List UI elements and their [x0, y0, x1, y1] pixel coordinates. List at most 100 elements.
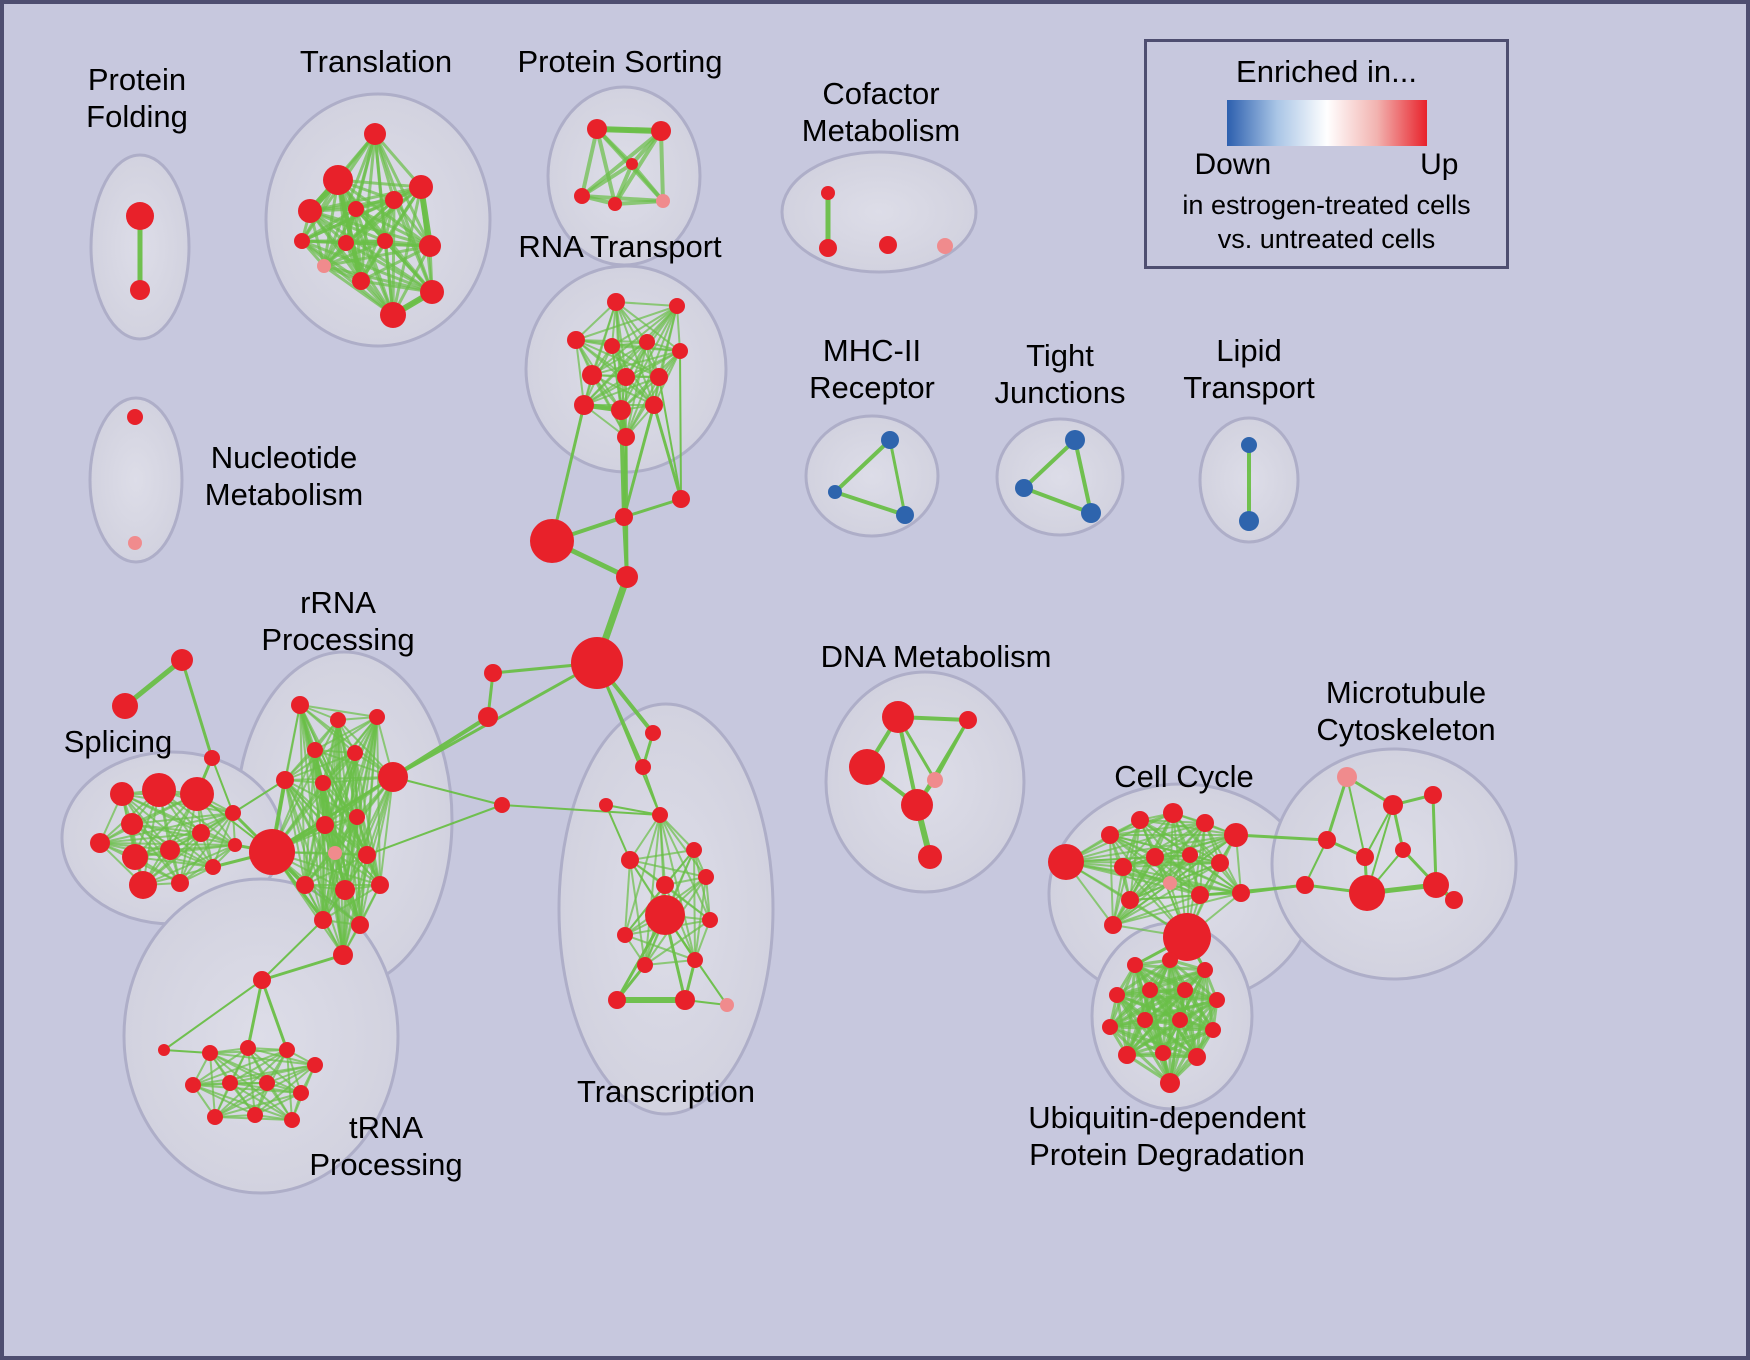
edge	[888, 438, 907, 517]
edge	[1154, 822, 1206, 858]
edge	[1125, 963, 1137, 1057]
node-nm1	[127, 409, 143, 425]
edge	[833, 490, 907, 517]
edge	[209, 1052, 302, 1094]
node-h8	[494, 797, 510, 813]
edge	[392, 776, 503, 806]
node-pf2	[130, 280, 150, 300]
edge	[308, 185, 423, 213]
node-r13	[617, 428, 635, 446]
edge	[613, 162, 634, 206]
edge	[644, 814, 661, 966]
edge	[629, 849, 695, 861]
edge	[583, 376, 660, 406]
node-sp5	[90, 833, 110, 853]
cluster-label-microtubule-cytoskeleton: Cytoskeleton	[1316, 712, 1495, 747]
node-u7	[1209, 992, 1225, 1008]
edge	[615, 301, 678, 307]
node-r1	[607, 293, 625, 311]
edge	[591, 341, 648, 376]
edge	[1112, 866, 1124, 926]
node-tr12	[284, 1112, 300, 1128]
node-tj2	[1015, 479, 1033, 497]
edge	[1112, 894, 1201, 926]
node-r3	[567, 331, 585, 349]
node-lt1	[1241, 437, 1257, 453]
edge	[1108, 988, 1187, 1029]
edge	[605, 804, 661, 816]
edge	[359, 244, 432, 283]
edge	[1112, 812, 1174, 926]
node-sp3	[180, 777, 214, 811]
node-t13	[380, 302, 406, 328]
edge	[1431, 793, 1438, 887]
node-d5	[901, 789, 933, 821]
edge	[622, 403, 656, 519]
edge	[1154, 834, 1237, 858]
node-r8	[617, 368, 635, 386]
node-tx4	[652, 807, 668, 823]
node-ps5	[656, 194, 670, 208]
cluster-ellipse-microtubule-cytoskeleton	[1270, 747, 1518, 981]
edge	[1112, 892, 1242, 926]
cluster-label-protein-folding: Protein	[88, 62, 186, 97]
node-cc10	[1211, 854, 1229, 872]
node-sp10	[129, 871, 157, 899]
edge	[354, 752, 381, 886]
node-u13	[1155, 1045, 1171, 1061]
cluster-label-lipid-transport: Transport	[1183, 370, 1315, 405]
node-cc7	[1114, 858, 1132, 876]
edge	[134, 812, 234, 858]
edge	[595, 127, 617, 206]
node-d4	[849, 749, 885, 785]
edge	[342, 854, 368, 956]
edge	[833, 438, 892, 494]
edge	[1122, 862, 1221, 868]
edge	[624, 814, 661, 936]
edge	[322, 782, 358, 818]
edge	[322, 264, 395, 317]
node-ps4	[608, 197, 622, 211]
node-rr6	[378, 762, 408, 792]
cluster-label-rrna-processing: Processing	[261, 622, 414, 657]
cluster-label-tight-junctions: Junctions	[995, 375, 1126, 410]
edge	[1148, 968, 1207, 992]
edge	[1234, 833, 1329, 842]
node-tr4	[279, 1042, 295, 1058]
edge	[284, 716, 378, 781]
legend-caption-line2: vs. untreated cells	[1217, 224, 1436, 254]
edge	[679, 350, 682, 500]
edge	[693, 849, 711, 921]
node-r7	[582, 365, 602, 385]
edge	[299, 704, 378, 718]
edge	[266, 1064, 316, 1084]
edge	[1154, 856, 1201, 896]
edge	[335, 177, 364, 284]
node-sp8	[192, 824, 210, 842]
node-rr9	[249, 829, 295, 875]
cluster-label-protein-sorting: Protein Sorting	[517, 44, 722, 79]
edge	[1129, 854, 1191, 901]
node-ps3	[574, 188, 590, 204]
cluster-label-dna-metabolism: DNA Metabolism	[821, 639, 1052, 674]
node-h4	[672, 490, 690, 508]
edge	[284, 776, 394, 781]
edge	[613, 129, 663, 206]
edge	[284, 779, 324, 921]
edge	[192, 1084, 256, 1116]
node-mc2	[1383, 795, 1403, 815]
node-cf1	[821, 186, 835, 200]
edge	[284, 752, 356, 781]
node-cc16	[1104, 916, 1122, 934]
node-sp11	[171, 874, 189, 892]
node-ps2	[651, 121, 671, 141]
cluster-label-microtubule-cytoskeleton: Microtubule	[1326, 675, 1486, 710]
node-rr12	[328, 846, 342, 860]
node-t5	[385, 191, 403, 209]
cluster-label-trna-processing: Processing	[309, 1147, 462, 1182]
cluster-label-rna-transport: RNA Transport	[518, 229, 722, 264]
node-u8	[1102, 1019, 1118, 1035]
node-m2	[828, 485, 842, 499]
edge	[284, 779, 344, 956]
node-t11	[317, 259, 331, 273]
